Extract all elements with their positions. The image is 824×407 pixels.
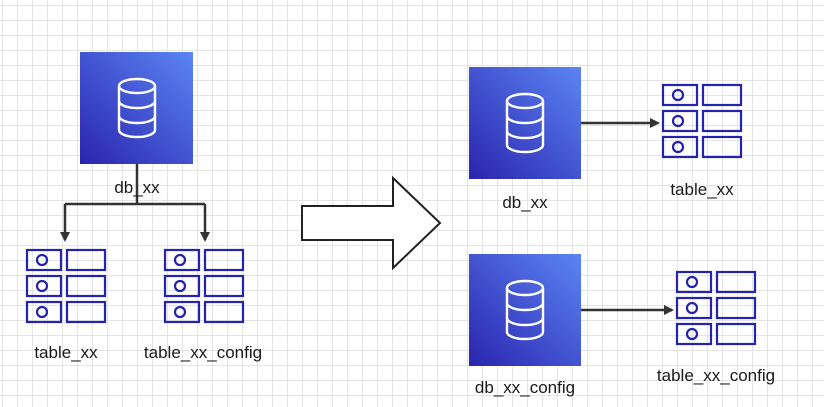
table-icon-right-2 (675, 270, 757, 346)
table-icon-left-1 (25, 248, 107, 324)
db-node-right-2 (469, 254, 581, 366)
db-label-right-1: db_xx (502, 193, 548, 212)
table-label-right-2: table_xx_config (656, 366, 776, 385)
db-label-left: db_xx (114, 178, 160, 197)
db-node-right-1 (469, 67, 581, 179)
arrow-right-outline-icon (301, 175, 442, 271)
table-label-right-1: table_xx (670, 180, 734, 199)
table-icon-left-2 (163, 248, 245, 324)
table-label-left-1: table_xx (34, 343, 98, 362)
table-icon-right-1 (661, 83, 743, 159)
table-label-left-2: table_xx_config (143, 343, 263, 362)
db-node-left (80, 52, 193, 164)
tree-connector (60, 164, 210, 242)
db-label-right-2: db_xx_config (474, 378, 576, 397)
